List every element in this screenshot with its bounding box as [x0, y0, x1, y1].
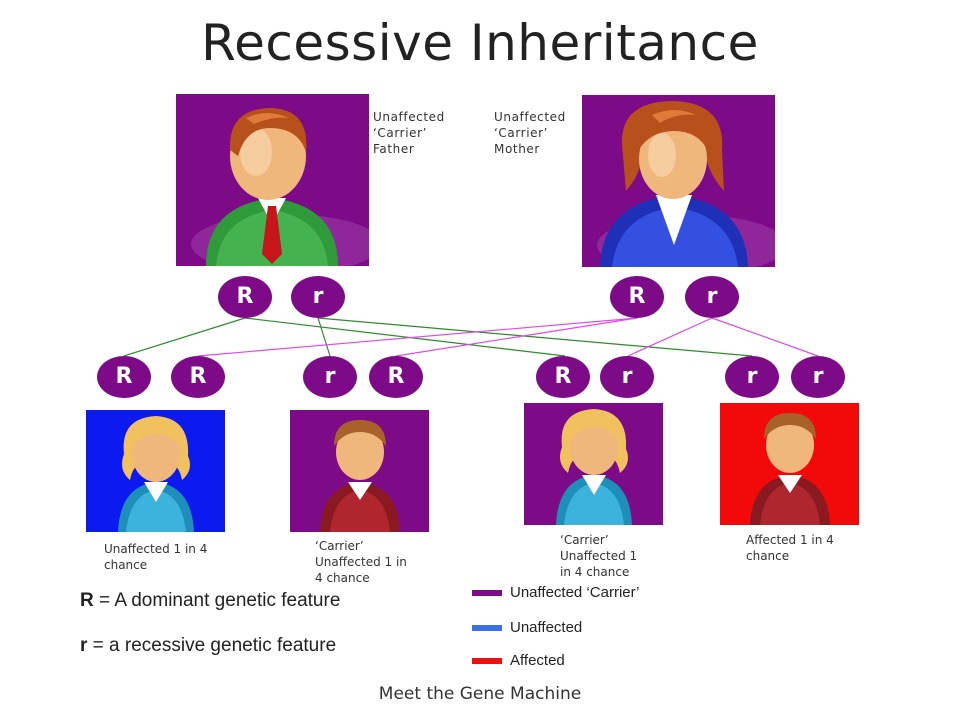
legend-label: Affected: [510, 652, 565, 669]
line-mother-r-child4: [711, 317, 819, 357]
child1-allele-1: R: [97, 356, 151, 398]
legend-swatch-carrier: [472, 590, 502, 596]
child2-portrait: [290, 410, 429, 532]
child4-allele-1: r: [725, 356, 779, 398]
boy-icon: [320, 420, 400, 532]
father-caption: Unaffected ‘Carrier’ Father: [373, 110, 445, 156]
mother-caption: Unaffected ‘Carrier’ Mother: [494, 110, 566, 156]
father-icon: [191, 108, 369, 266]
child3-portrait: [524, 403, 663, 525]
child1-portrait: [86, 410, 225, 532]
line-father-r-child2: [317, 317, 331, 357]
dominant-text: = A dominant genetic feature: [93, 590, 341, 611]
child4-caption: Affected 1 in 4 chance: [746, 533, 834, 563]
footer-text: Meet the Gene Machine: [378, 684, 582, 704]
line-mother-R-child2: [395, 317, 638, 357]
boy-icon: [750, 413, 830, 525]
legend-swatch-unaffected: [472, 625, 502, 631]
legend-label: Unaffected ‘Carrier’: [510, 584, 640, 601]
recessive-symbol: r: [80, 635, 88, 656]
mother-allele-2: r: [685, 276, 739, 318]
legend-swatch-affected: [472, 658, 502, 664]
father-allele-1: R: [218, 276, 272, 318]
father-lines: [123, 317, 753, 357]
child2-allele-1: r: [303, 356, 357, 398]
child3-allele-2: r: [600, 356, 654, 398]
father-portrait: [176, 94, 369, 266]
girl-icon: [556, 409, 632, 525]
girl-icon: [118, 416, 194, 532]
recessive-text: = a recessive genetic feature: [87, 635, 337, 656]
father-allele-2: r: [291, 276, 345, 318]
line-mother-R-child1: [197, 317, 638, 357]
child2-caption: ‘Carrier’ Unaffected 1 in 4 chance: [315, 539, 407, 585]
child3-allele-1: R: [536, 356, 590, 398]
child1-caption: Unaffected 1 in 4 chance: [104, 542, 208, 572]
mother-lines: [197, 317, 819, 357]
child2-allele-2: R: [369, 356, 423, 398]
child1-allele-2: R: [171, 356, 225, 398]
dominant-symbol: R: [80, 590, 94, 611]
mother-icon: [597, 101, 775, 267]
mother-allele-1: R: [610, 276, 664, 318]
child3-caption: ‘Carrier’ Unaffected 1 in 4 chance: [560, 533, 638, 579]
page-title: Recessive Inheritance: [201, 14, 759, 72]
line-father-R-child1: [123, 317, 246, 357]
child4-allele-2: r: [791, 356, 845, 398]
child4-portrait: [720, 403, 859, 525]
line-mother-r-child3: [627, 317, 713, 357]
recessive-definition: r = a recessive genetic feature: [80, 635, 336, 657]
line-father-r-child4: [317, 317, 753, 357]
mother-portrait: [582, 95, 775, 267]
legend-label: Unaffected: [510, 619, 583, 636]
dominant-definition: R = A dominant genetic feature: [80, 590, 340, 612]
line-father-R-child3: [244, 317, 566, 357]
